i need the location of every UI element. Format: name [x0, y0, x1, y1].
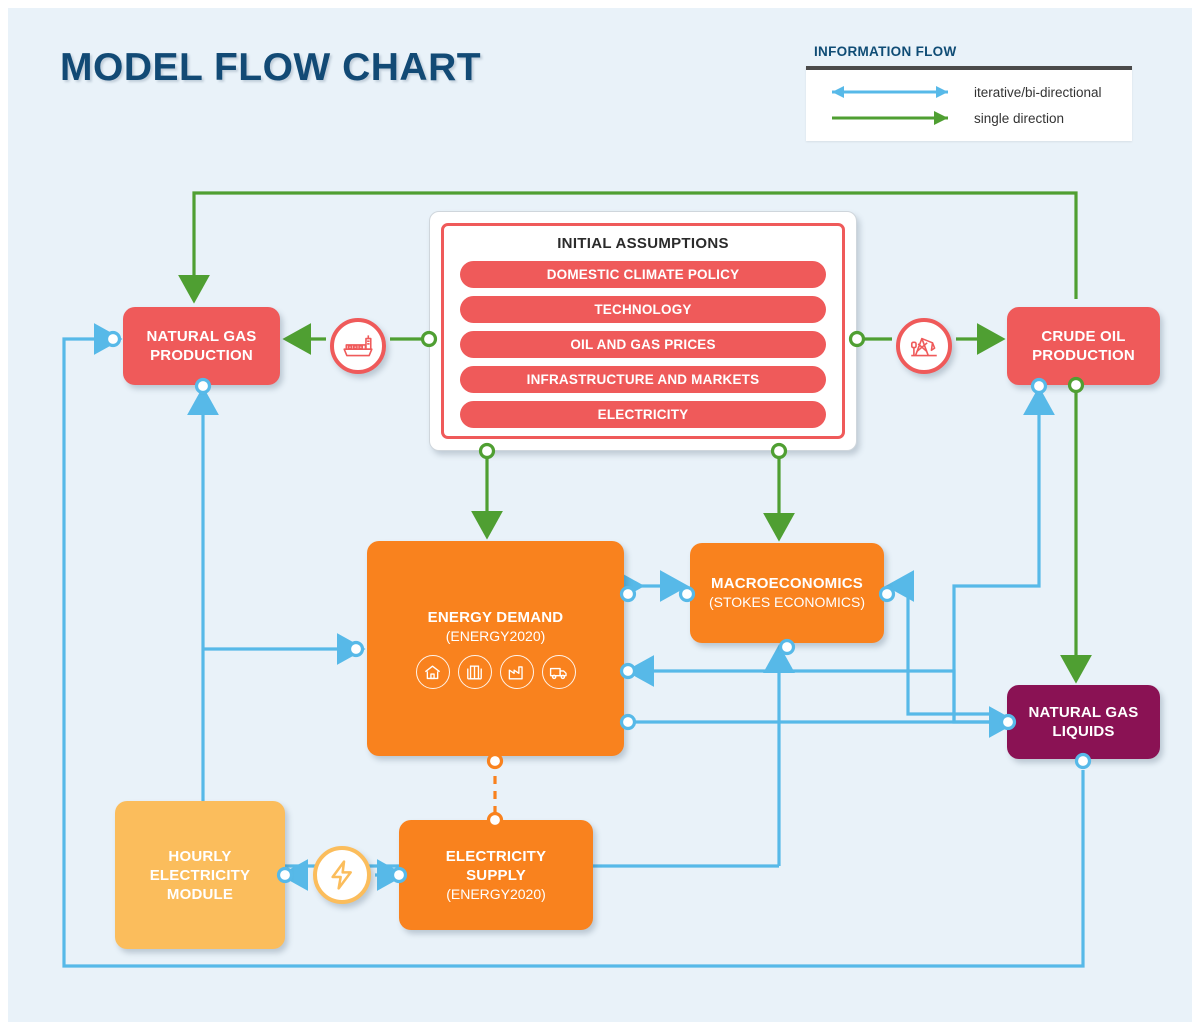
- node-hourly-electricity-module-line2: ELECTRICITY: [149, 866, 251, 884]
- assumption-item-technology[interactable]: TECHNOLOGY: [460, 296, 826, 323]
- initial-assumptions-card: INITIAL ASSUMPTIONS DOMESTIC CLIMATE POL…: [429, 211, 857, 451]
- commercial-building-icon: [457, 655, 492, 689]
- node-hourly-electricity-module-line3: MODULE: [166, 885, 234, 903]
- node-energy-demand-subtitle: (ENERGY2020): [445, 628, 546, 644]
- legend-label-single-direction: single direction: [974, 110, 1065, 126]
- node-electricity-supply-line1: ELECTRICITY: [445, 847, 547, 865]
- node-natural-gas-production-line2: PRODUCTION: [150, 347, 253, 364]
- node-macroeconomics-subtitle: (STOKES ECONOMICS): [708, 594, 866, 610]
- node-energy-demand-title: ENERGY DEMAND: [427, 609, 564, 626]
- bi-directional-arrow-icon: [832, 86, 948, 98]
- legend-item-single-direction: single direction: [816, 105, 1122, 131]
- assumption-item-electricity[interactable]: ELECTRICITY: [460, 401, 826, 428]
- node-energy-demand[interactable]: ENERGY DEMAND (ENERGY2020): [367, 541, 624, 756]
- assumption-item-infrastructure-and-markets[interactable]: INFRASTRUCTURE AND MARKETS: [460, 366, 826, 393]
- diagram-canvas: MODEL FLOW CHART INFORMATION FLOW iterat…: [8, 8, 1192, 1022]
- legend-box: iterative/bi-directional single directio…: [806, 66, 1132, 141]
- page-title: MODEL FLOW CHART: [60, 46, 482, 89]
- port-natural-gas-production-left: [104, 330, 122, 348]
- node-crude-oil-production-line2: PRODUCTION: [1032, 347, 1135, 364]
- node-crude-oil-production-line1: CRUDE OIL: [1041, 328, 1126, 345]
- lng-tanker-ship-icon: [330, 318, 386, 374]
- assumption-item-domestic-climate-policy[interactable]: DOMESTIC CLIMATE POLICY: [460, 261, 826, 288]
- oil-pumpjack-icon: [896, 318, 952, 374]
- edge-ngl-to-energy-demand: [625, 655, 996, 724]
- node-natural-gas-liquids-line1: NATURAL GAS: [1028, 704, 1139, 721]
- port-energy-demand-left: [347, 640, 365, 658]
- node-natural-gas-production[interactable]: NATURAL GAS PRODUCTION: [123, 307, 280, 385]
- legend: INFORMATION FLOW iterative/bi-directiona…: [806, 44, 1132, 141]
- node-electricity-supply-subtitle: (ENERGY2020): [446, 885, 546, 902]
- legend-label-bidirectional: iterative/bi-directional: [974, 84, 1102, 100]
- node-electricity-supply[interactable]: ELECTRICITY SUPPLY (ENERGY2020): [399, 820, 593, 930]
- transportation-truck-icon: [541, 655, 576, 689]
- legend-title: INFORMATION FLOW: [814, 44, 957, 59]
- node-macroeconomics[interactable]: MACROECONOMICS (STOKES ECONOMICS): [690, 543, 884, 643]
- single-direction-arrow-icon: [832, 111, 948, 125]
- legend-item-bidirectional: iterative/bi-directional: [816, 79, 1122, 105]
- edge-ngl-to-crude-oil-production: [952, 386, 1055, 722]
- initial-assumptions-inner: INITIAL ASSUMPTIONS DOMESTIC CLIMATE POL…: [441, 223, 845, 439]
- node-hourly-electricity-module[interactable]: HOURLY ELECTRICITY MODULE: [115, 801, 285, 949]
- edge-ngl-to-macroeconomics: [885, 570, 996, 716]
- energy-demand-sector-icons: [415, 655, 576, 689]
- industrial-factory-icon: [499, 655, 534, 689]
- node-electricity-supply-line2: SUPPLY: [466, 866, 526, 884]
- node-natural-gas-liquids[interactable]: NATURAL GAS LIQUIDS: [1007, 685, 1160, 759]
- node-macroeconomics-title: MACROECONOMICS: [711, 575, 863, 592]
- lightning-bolt-icon: [313, 846, 371, 904]
- node-hourly-electricity-module-line1: HOURLY: [168, 847, 232, 865]
- port-energy-demand-bottom-dashed: [486, 752, 504, 770]
- node-crude-oil-production[interactable]: CRUDE OIL PRODUCTION: [1007, 307, 1160, 385]
- node-natural-gas-production-line1: NATURAL GAS: [146, 328, 257, 345]
- initial-assumptions-title: INITIAL ASSUMPTIONS: [557, 235, 729, 252]
- assumption-item-oil-and-gas-prices[interactable]: OIL AND GAS PRICES: [460, 331, 826, 358]
- residential-house-icon: [415, 655, 450, 689]
- node-natural-gas-liquids-line2: LIQUIDS: [1052, 723, 1115, 740]
